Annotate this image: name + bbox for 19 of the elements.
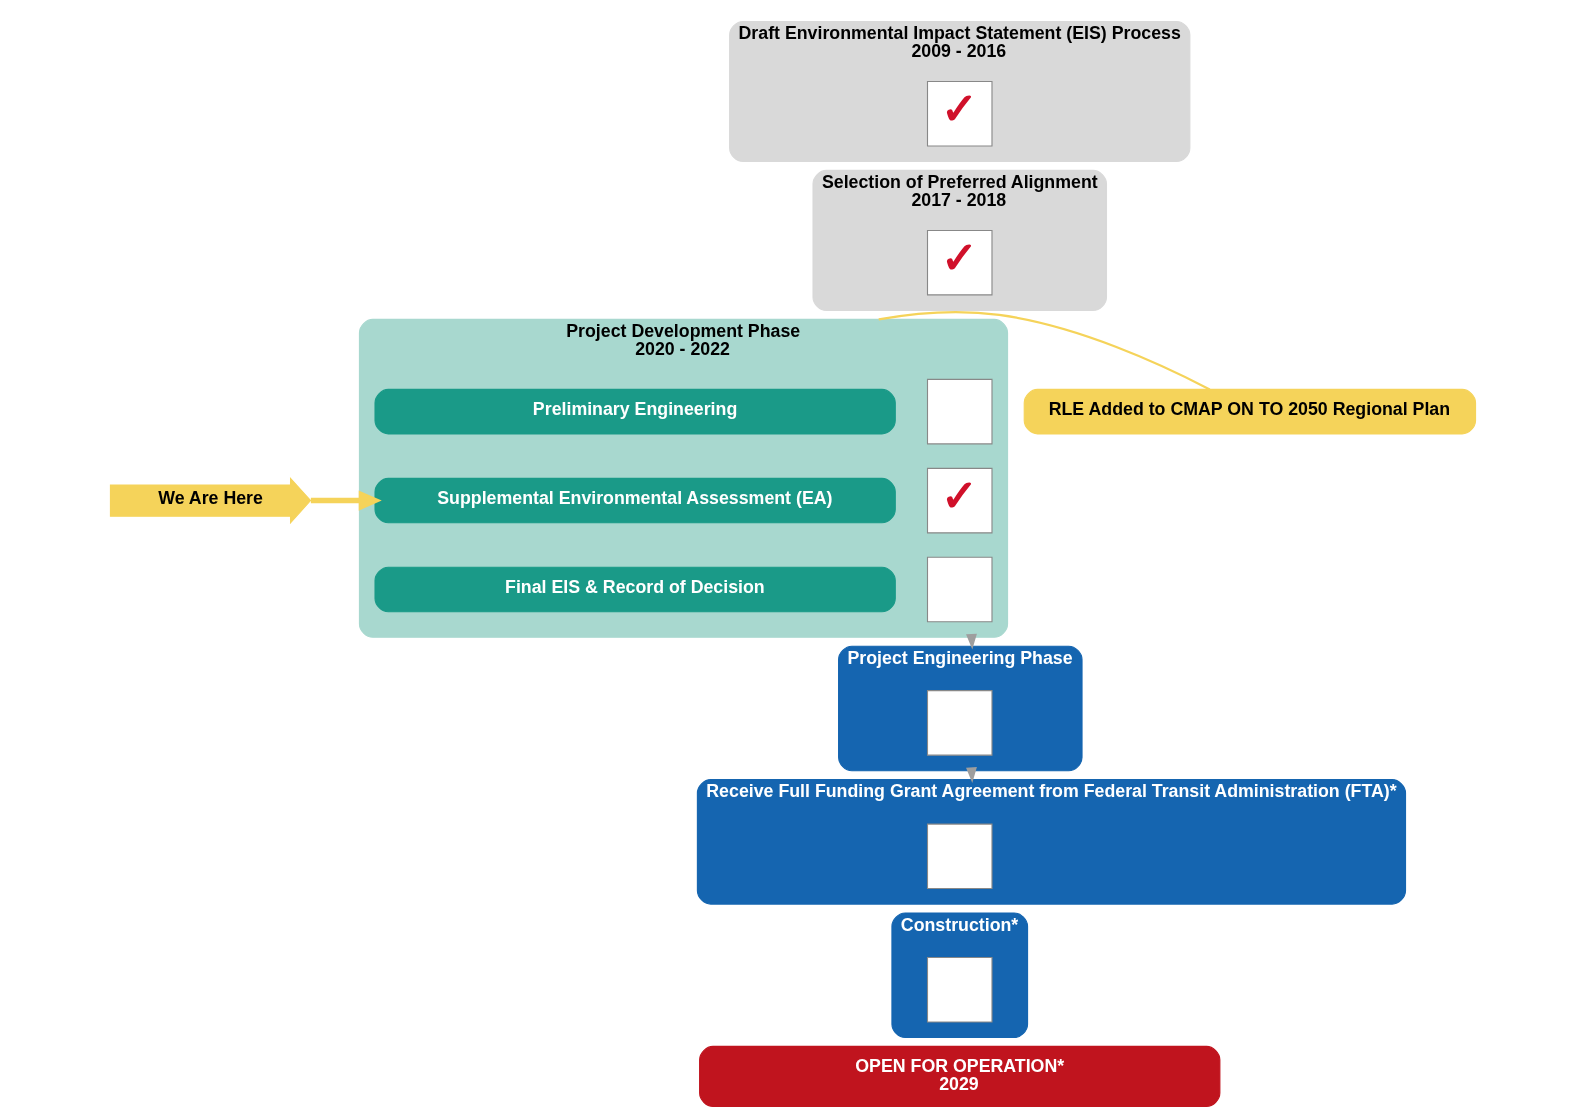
- cluster: Receive Full Funding Grant Agreement from Federal Transit Administration (FTA)*: [696, 779, 1406, 905]
- node-box: [926, 690, 993, 756]
- node-box: [926, 823, 993, 890]
- node-box: [926, 378, 993, 445]
- node-box: OPEN FOR OPERATION* 2029: [698, 1045, 1220, 1107]
- node-box: ✓: [926, 229, 993, 296]
- node-box: Supplemental Environmental Assessment (EA): [373, 477, 896, 524]
- node-box: ✓: [926, 80, 993, 147]
- cluster: Construction*: [890, 912, 1028, 1039]
- node-box: [926, 556, 993, 623]
- arrow: [310, 490, 382, 511]
- node-box: [926, 956, 993, 1023]
- connector: [878, 311, 1210, 391]
- arrow: [965, 633, 977, 650]
- node-box: RLE Added to CMAP ON TO 2050 Regional Plan: [1023, 388, 1476, 435]
- node-box: Preliminary Engineering: [373, 388, 896, 435]
- node-box: Final EIS & Record of Decision: [373, 566, 896, 613]
- cluster: Project Engineering Phase: [837, 645, 1083, 772]
- node-box: ✓: [926, 467, 993, 534]
